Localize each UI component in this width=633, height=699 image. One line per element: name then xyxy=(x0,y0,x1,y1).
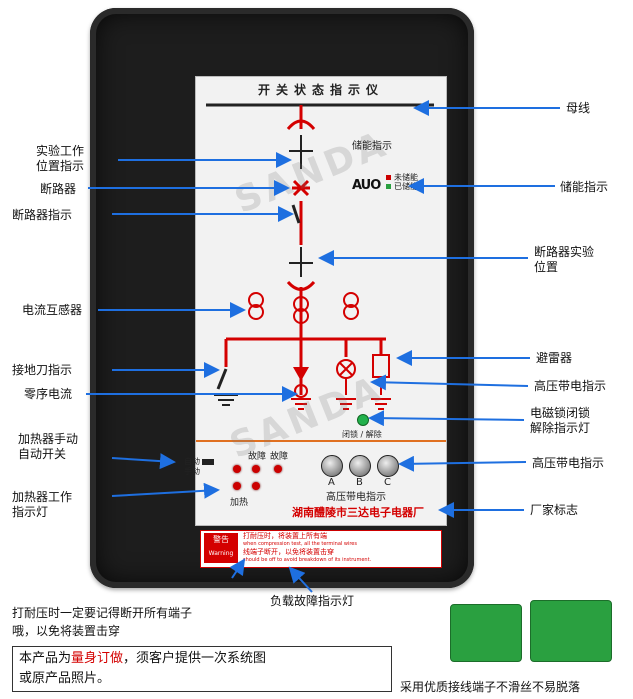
heater-lamp xyxy=(233,465,241,473)
heater-indicator-label: 加热 xyxy=(230,498,249,508)
hv-lamp-b xyxy=(349,455,371,477)
callout-hv-live-2: 高压带电指示 xyxy=(532,456,605,470)
callout-breaker: 断路器 xyxy=(40,182,77,196)
callout-manufacturer: 厂家标志 xyxy=(530,503,579,517)
callout-heater-switch: 加热器手动 自动开关 xyxy=(18,432,79,461)
hv-lamp-a xyxy=(321,455,343,477)
custom-order-note: 本产品为量身订做，须客户提供一次系统图 或原产品照片。 xyxy=(12,646,392,692)
callout-zero-seq: 零序电流 xyxy=(24,387,73,401)
callout-lock-lamp: 电磁锁闭锁 解除指示灯 xyxy=(530,406,591,435)
callout-busbar: 母线 xyxy=(566,101,591,115)
terminal-blocks-photo xyxy=(446,594,622,674)
callout-energy: 储能指示 xyxy=(560,180,609,194)
uncharged-lamp xyxy=(386,175,391,180)
warning-subtitle: Warning xyxy=(208,550,234,557)
note-rest: ，须客户提供一次系统图 xyxy=(123,651,267,666)
warning-line-4: should be off to avoid breakdown of its … xyxy=(243,557,372,563)
warning-title: 警告 xyxy=(213,535,229,544)
callout-breaker-test: 断路器实验 位置 xyxy=(534,245,595,274)
uncharged-label: 未储能 xyxy=(394,173,418,182)
heater-lamp-2 xyxy=(233,482,241,490)
heater-auto-label: 自动 xyxy=(184,457,200,466)
terminal-plug-2 xyxy=(530,600,612,662)
hv-label: 高压带电指示 xyxy=(326,492,386,503)
fault-lamp-2 xyxy=(274,465,282,473)
breaker-star-icon xyxy=(292,179,310,197)
callout-heater-lamp: 加热器工作 指示灯 xyxy=(12,490,73,519)
auo-logo: AUO xyxy=(352,178,381,193)
energy-label: 储能指示 xyxy=(352,141,392,152)
heater-manual-label: 手动 xyxy=(184,467,200,476)
heater-switch[interactable] xyxy=(202,459,214,465)
callout-earthing: 接地刀指示 xyxy=(12,363,73,377)
fault-lamp-1 xyxy=(252,465,260,473)
lock-label: 闭锁 / 解除 xyxy=(342,430,382,439)
callout-load-fault: 负载故障指示灯 xyxy=(270,594,355,608)
phase-a-label: A xyxy=(328,477,335,488)
terminal-plug-1 xyxy=(450,604,522,662)
callout-breaker-indicator: 断路器指示 xyxy=(12,208,73,222)
phase-b-label: B xyxy=(356,477,363,488)
fault-lamp-3 xyxy=(252,482,260,490)
warning-line-2: when compression test, all the terminal … xyxy=(243,541,357,547)
charged-label: 已储能 xyxy=(394,182,418,191)
manufacturer-name: 湖南醴陵市三达电子电器厂 xyxy=(292,506,424,519)
warning-line-3: 线端子断开，以免将装置击穿 xyxy=(243,548,334,556)
note-prefix: 本产品为 xyxy=(19,651,72,666)
callout-ct: 电流互感器 xyxy=(22,303,83,317)
charged-lamp xyxy=(386,184,391,189)
callout-test-warning: 打耐压时一定要记得断开所有端子 哦，以免将装置击穿 xyxy=(12,606,193,638)
note-highlight: 量身订做 xyxy=(71,651,124,666)
terminal-note: 采用优质接线端子不滑丝不易脱落 xyxy=(400,680,581,694)
indicator-panel: 开关状态指示仪 xyxy=(184,76,447,526)
panel-title: 开关状态指示仪 xyxy=(257,83,384,97)
callout-arrester: 避雷器 xyxy=(536,351,573,365)
phase-c-label: C xyxy=(384,477,391,488)
fault-label-2: 故障 xyxy=(270,452,289,462)
upper-contact-arc xyxy=(286,119,316,130)
callout-test-position: 实验工作 位置指示 xyxy=(36,144,85,173)
ct-symbols xyxy=(248,292,359,324)
fault-label-1: 故障 xyxy=(248,452,267,462)
warning-line-1: 打耐压时，将装置上所有端 xyxy=(243,532,327,540)
callout-hv-live-1: 高压带电指示 xyxy=(534,379,607,393)
note-line-2: 或原产品照片。 xyxy=(19,671,111,686)
